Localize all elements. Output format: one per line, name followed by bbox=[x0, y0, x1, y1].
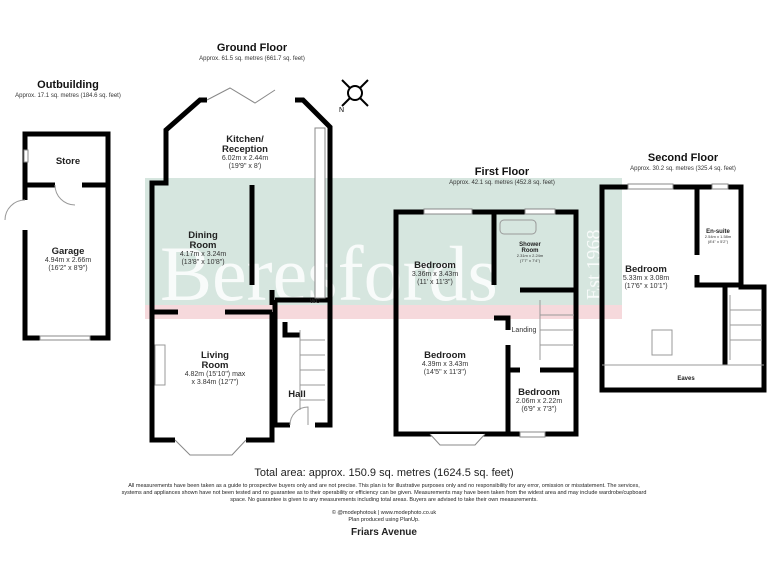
room-living-name2: Room bbox=[202, 360, 229, 371]
room-bedroom1-name: Bedroom bbox=[414, 260, 456, 271]
room-shower-m: 2.31m x 2.24m bbox=[517, 253, 544, 258]
compass-icon: N bbox=[339, 79, 369, 114]
second-floor-area: Approx. 30.2 sq. metres (325.4 sq. feet) bbox=[630, 166, 736, 172]
room-living-m: 4.82m (15'10") max bbox=[185, 371, 246, 378]
first-floor-title: First Floor bbox=[475, 166, 530, 178]
first-floor-plan: Bedroom 3.36m x 3.43m (11' x 11'3") Show… bbox=[393, 208, 579, 446]
credit-line-2: Plan produced using PlanUp. bbox=[348, 517, 420, 523]
watermark-band bbox=[145, 178, 622, 305]
room-dining-m: 4.17m x 3.24m bbox=[180, 251, 226, 258]
room-bedroom4-ft: (17'6" x 10'1") bbox=[624, 283, 667, 290]
room-shower-name2: Room bbox=[522, 248, 539, 254]
room-kitchen-name1: Kitchen/ bbox=[226, 134, 264, 145]
room-kitchen-ft: (19'9" x 8') bbox=[229, 163, 262, 170]
room-kitchen-m: 6.02m x 2.44m bbox=[222, 155, 268, 162]
room-ensuite-ft: (8'4" x 5'2") bbox=[708, 239, 729, 244]
room-bedroom3-ft: (6'9" x 7'3") bbox=[521, 406, 556, 413]
ground-floor-title: Ground Floor bbox=[217, 42, 288, 54]
room-dining-ft: (13'8" x 10'8") bbox=[181, 259, 224, 266]
room-bedroom2-name: Bedroom bbox=[424, 350, 466, 361]
room-dining-name2: Room bbox=[190, 240, 217, 251]
ground-floor-plan: Kitchen/ Reception 6.02m x 2.44m (19'9" … bbox=[149, 87, 333, 456]
first-floor-area: Approx. 42.1 sq. metres (452.8 sq. feet) bbox=[449, 180, 555, 186]
room-bedroom4-name: Bedroom bbox=[625, 264, 667, 275]
room-bedroom3-m: 2.06m x 2.22m bbox=[516, 398, 562, 405]
address: Friars Avenue bbox=[351, 527, 417, 538]
room-living-name1: Living bbox=[201, 350, 229, 361]
room-bedroom4-m: 5.33m x 3.08m bbox=[623, 275, 669, 282]
outbuilding-area: Approx. 17.1 sq. metres (184.6 sq. feet) bbox=[15, 93, 121, 99]
room-garage-m: 4.94m x 2.66m bbox=[45, 257, 91, 264]
room-shower-name1: Shower bbox=[519, 242, 541, 248]
outbuilding-plan: Store Garage 4.94m x 2.66m (16'2" x 8'9"… bbox=[4, 131, 111, 341]
second-floor-title: Second Floor bbox=[648, 152, 719, 164]
room-garage-name: Garage bbox=[52, 246, 85, 257]
room-garage-ft: (16'2" x 8'9") bbox=[48, 265, 87, 272]
credit-line-1: © @modephotouk | www.modephoto.co.uk bbox=[331, 510, 437, 516]
room-shower-ft: (7'7" x 7'4") bbox=[520, 258, 541, 263]
ground-floor-area: Approx. 61.5 sq. metres (661.7 sq. feet) bbox=[199, 56, 305, 62]
disclaimer: All measurements have been taken as a gu… bbox=[121, 483, 647, 503]
room-landing-name: Landing bbox=[512, 327, 537, 334]
room-bedroom2-ft: (14'5" x 11'3") bbox=[424, 369, 467, 376]
room-kitchen-name2: Reception bbox=[222, 144, 268, 155]
room-eaves-name: Eaves bbox=[677, 376, 695, 382]
room-bedroom3-name: Bedroom bbox=[518, 387, 560, 398]
room-bedroom2-m: 4.39m x 3.43m bbox=[422, 361, 468, 368]
total-area: Total area: approx. 150.9 sq. metres (16… bbox=[254, 467, 514, 479]
room-hall-name: Hall bbox=[288, 389, 305, 400]
outbuilding-title: Outbuilding bbox=[37, 79, 99, 91]
room-wc-name: WC bbox=[310, 299, 321, 305]
room-ensuite-name: En-suite bbox=[706, 229, 730, 235]
room-dining-name1: Dining bbox=[188, 230, 218, 241]
room-ensuite-m: 2.54m x 1.58m bbox=[705, 234, 732, 239]
second-floor-plan: Bedroom 5.33m x 3.08m (17'6" x 10'1") En… bbox=[599, 183, 767, 393]
compass-north-label: N bbox=[339, 107, 344, 114]
room-bedroom1-ft: (11' x 11'3") bbox=[417, 279, 453, 286]
room-bedroom1-m: 3.36m x 3.43m bbox=[412, 271, 458, 278]
room-living-ft: x 3.84m (12'7") bbox=[191, 379, 238, 386]
room-store-name: Store bbox=[56, 156, 80, 167]
